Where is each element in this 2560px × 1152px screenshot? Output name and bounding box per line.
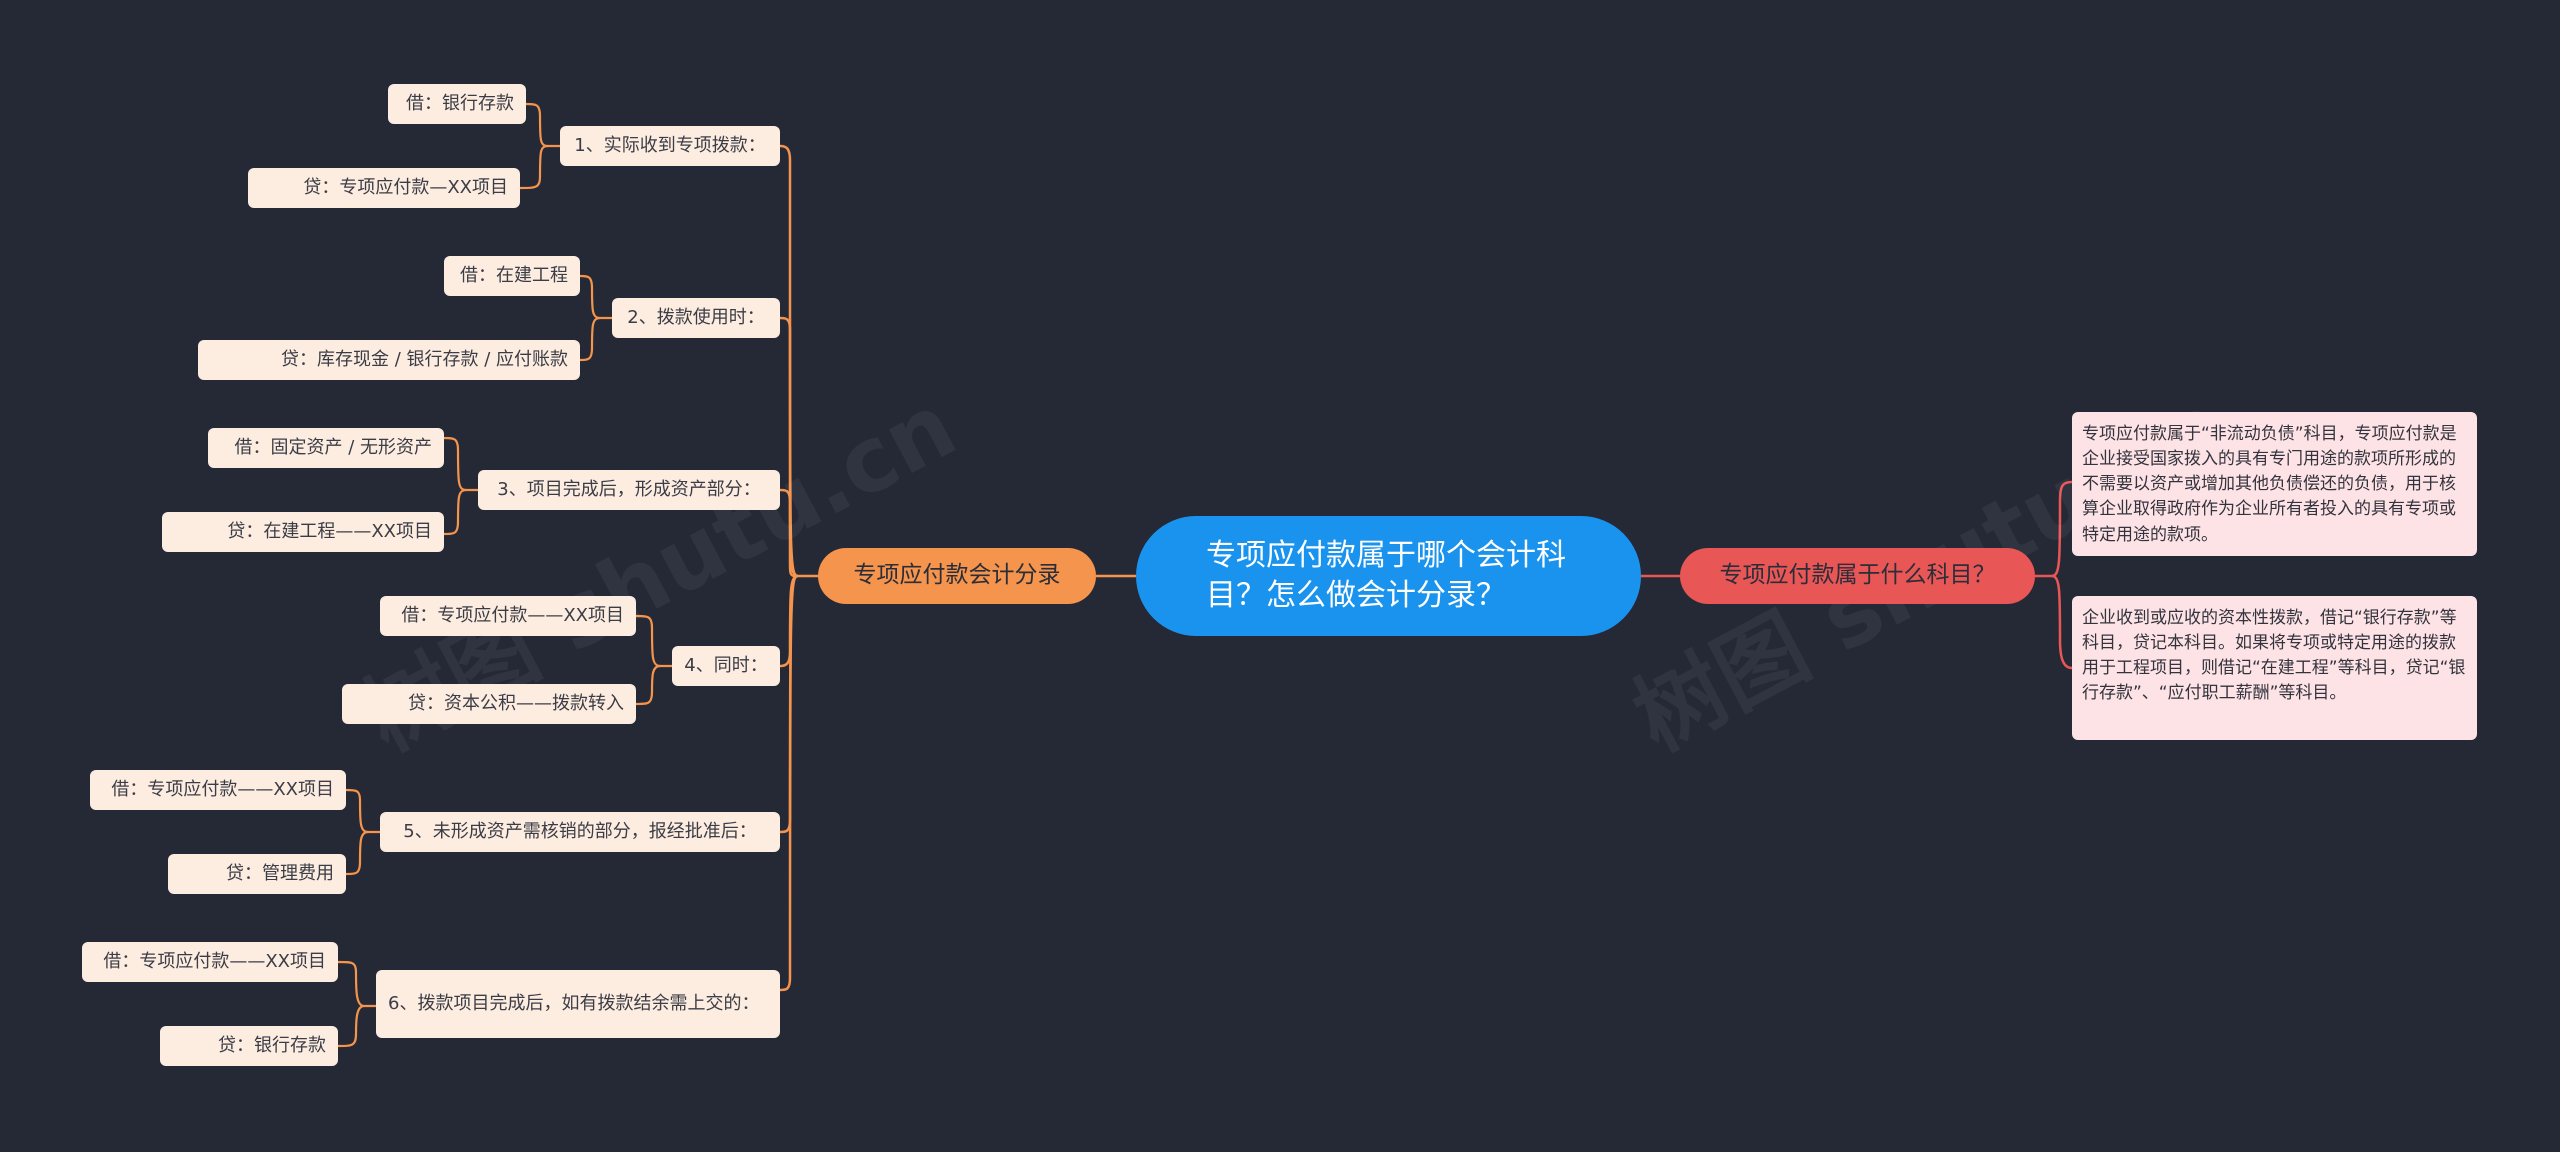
leaf-1-credit-label: 贷：专项应付款—XX项目 <box>303 177 508 199</box>
leaf-1-credit[interactable]: 贷：专项应付款—XX项目 <box>248 168 520 208</box>
links-right-branch <box>2035 480 2073 670</box>
step-3[interactable]: 3、项目完成后，形成资产部分： <box>478 470 780 510</box>
root-topic[interactable]: 专项应付款属于哪个会计科目？怎么做会计分录？ <box>1136 516 1641 636</box>
leaf-5-debit[interactable]: 借：专项应付款——XX项目 <box>90 770 346 810</box>
step-2-label: 2、拨款使用时： <box>627 307 765 329</box>
branch-accounting-entries-label: 专项应付款会计分录 <box>853 562 1061 589</box>
leaf-3-debit[interactable]: 借：固定资产 / 无形资产 <box>208 428 444 468</box>
leaf-6-credit-label: 贷：银行存款 <box>218 1035 326 1057</box>
step-4[interactable]: 4、同时： <box>672 646 780 686</box>
branch-account-category[interactable]: 专项应付款属于什么科目？ <box>1680 548 2035 604</box>
leaf-6-credit[interactable]: 贷：银行存款 <box>160 1026 338 1066</box>
leaf-5-debit-label: 借：专项应付款——XX项目 <box>111 779 334 801</box>
leaf-2-credit[interactable]: 贷：库存现金 / 银行存款 / 应付账款 <box>198 340 580 380</box>
note-usage[interactable]: 企业收到或应收的资本性拨款，借记“银行存款”等科目，贷记本科目。如果将专项或特定… <box>2072 596 2477 740</box>
step-6[interactable]: 6、拨款项目完成后，如有拨款结余需上交的： <box>376 970 780 1038</box>
note-definition[interactable]: 专项应付款属于“非流动负债”科目，专项应付款是企业接受国家拨入的具有专门用途的款… <box>2072 412 2477 556</box>
leaf-1-debit-label: 借：银行存款 <box>406 93 514 115</box>
step-4-label: 4、同时： <box>684 655 768 677</box>
leaf-4-credit-label: 贷：资本公积——拨款转入 <box>408 693 624 715</box>
leaf-3-credit[interactable]: 贷：在建工程——XX项目 <box>162 512 444 552</box>
step-3-label: 3、项目完成后，形成资产部分： <box>497 479 761 501</box>
step-1[interactable]: 1、实际收到专项拨款： <box>560 126 780 166</box>
leaf-2-debit-label: 借：在建工程 <box>460 265 568 287</box>
note-usage-text: 企业收到或应收的资本性拨款，借记“银行存款”等科目，贷记本科目。如果将专项或特定… <box>2082 608 2466 704</box>
leaf-5-credit[interactable]: 贷：管理费用 <box>168 854 346 894</box>
branch-accounting-entries[interactable]: 专项应付款会计分录 <box>818 548 1096 604</box>
step-5[interactable]: 5、未形成资产需核销的部分，报经批准后： <box>380 812 780 852</box>
leaf-1-debit[interactable]: 借：银行存款 <box>388 84 526 124</box>
leaf-3-credit-label: 贷：在建工程——XX项目 <box>227 521 432 543</box>
note-definition-text: 专项应付款属于“非流动负债”科目，专项应付款是企业接受国家拨入的具有专门用途的款… <box>2082 424 2457 545</box>
leaf-2-debit[interactable]: 借：在建工程 <box>444 256 580 296</box>
leaf-6-debit-label: 借：专项应付款——XX项目 <box>103 951 326 973</box>
root-topic-label: 专项应付款属于哪个会计科目？怎么做会计分录？ <box>1206 537 1566 614</box>
branch-account-category-label: 专项应付款属于什么科目？ <box>1719 562 1996 589</box>
leaf-3-debit-label: 借：固定资产 / 无形资产 <box>234 437 432 459</box>
leaf-6-debit[interactable]: 借：专项应付款——XX项目 <box>82 942 338 982</box>
leaf-4-debit-label: 借：专项应付款——XX项目 <box>401 605 624 627</box>
links-left-branch <box>779 144 818 992</box>
leaf-4-credit[interactable]: 贷：资本公积——拨款转入 <box>342 684 636 724</box>
step-1-label: 1、实际收到专项拨款： <box>574 135 766 157</box>
step-5-label: 5、未形成资产需核销的部分，报经批准后： <box>403 821 757 843</box>
step-2[interactable]: 2、拨款使用时： <box>612 298 780 338</box>
leaf-5-credit-label: 贷：管理费用 <box>226 863 334 885</box>
leaf-2-credit-label: 贷：库存现金 / 银行存款 / 应付账款 <box>280 349 568 371</box>
step-6-label: 6、拨款项目完成后，如有拨款结余需上交的： <box>388 992 760 1014</box>
leaf-4-debit[interactable]: 借：专项应付款——XX项目 <box>380 596 636 636</box>
links-leaves <box>337 102 672 1048</box>
